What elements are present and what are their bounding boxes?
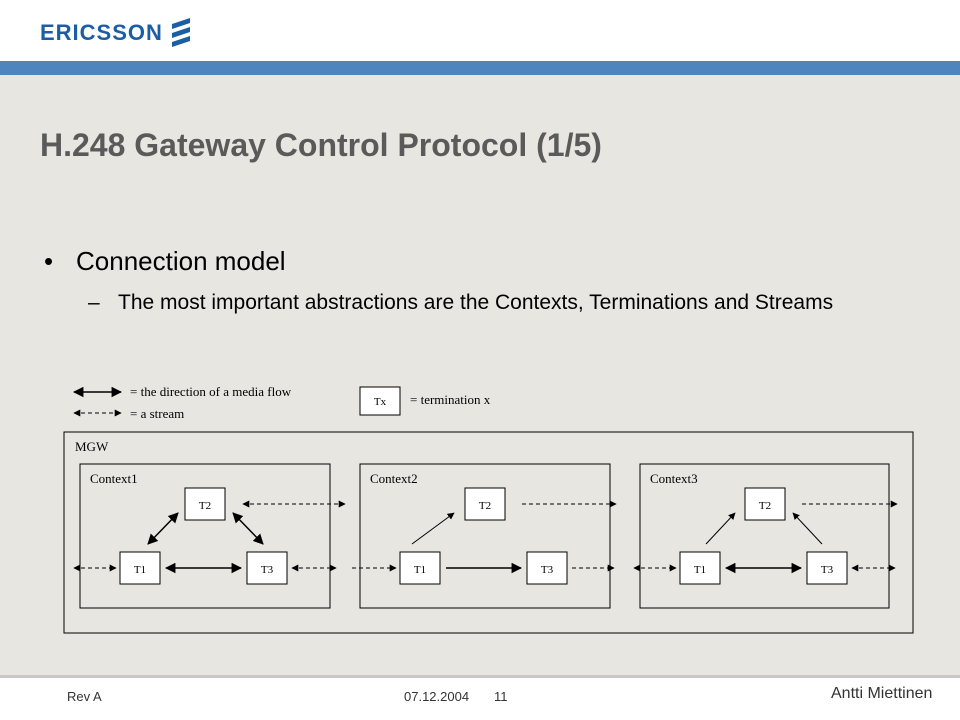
footer-revision: Rev A: [67, 689, 102, 704]
media-flow-t1-t2: [411, 512, 455, 545]
legend-media-flow-label: = the direction of a media flow: [130, 384, 292, 399]
bullet-text: Connection model: [76, 246, 286, 276]
legend-termination-label: = termination x: [410, 392, 491, 407]
ericsson-logo-icon: [172, 18, 190, 47]
termination-t1-label: T1: [694, 564, 706, 576]
context-box: [79, 463, 331, 609]
termination-t2-label: T2: [759, 500, 771, 512]
termination-t2-box: [184, 487, 226, 521]
media-flow-t3-t2: [792, 512, 823, 545]
sub-bullet-dash: –: [88, 291, 100, 314]
context-label: Context1: [90, 471, 138, 486]
slide-title: H.248 Gateway Control Protocol (1/5): [40, 127, 602, 163]
bullet-dot: •: [44, 246, 54, 276]
footer-page-number: 11: [494, 689, 508, 704]
termination-t1-box: [119, 551, 161, 585]
context-box: [359, 463, 611, 609]
media-flow-t1-t2: [147, 512, 179, 545]
termination-t1-label: T1: [134, 564, 146, 576]
context-3: Context3 T2 T1 T3: [633, 463, 898, 609]
context-box: [639, 463, 890, 609]
footer-date: 07.12.2004: [404, 689, 470, 704]
sub-bullet-text: The most important abstractions are the …: [118, 291, 834, 314]
termination-t3-label: T3: [541, 564, 554, 576]
context-label: Context2: [370, 471, 418, 486]
mgw-box: [63, 431, 914, 634]
header-blue-bar: [0, 61, 960, 75]
termination-t2-box: [744, 487, 786, 521]
mgw-label: MGW: [75, 439, 109, 454]
legend-stream-label: = a stream: [130, 406, 184, 421]
context-2: Context2 T2 T1 T3: [352, 463, 617, 609]
legend-termination-box: [359, 386, 401, 416]
slide-footer: Rev A 07.12.2004 11 Antti Miettinen: [0, 675, 960, 720]
ericsson-logo-text: ERICSSON: [40, 20, 163, 45]
termination-t3-box: [526, 551, 568, 585]
termination-t3-label: T3: [261, 564, 274, 576]
legend-termination-box-label: Tx: [374, 396, 387, 408]
termination-t1-label: T1: [414, 564, 426, 576]
context-1: Context1 T2 T1 T3: [73, 463, 346, 609]
termination-t3-box: [806, 551, 848, 585]
slide-header: ERICSSON: [0, 0, 960, 61]
footer-author: Antti Miettinen: [831, 685, 933, 702]
termination-t2-label: T2: [479, 500, 491, 512]
footer-divider: [0, 675, 960, 678]
context-label: Context3: [650, 471, 698, 486]
media-flow-t2-t3: [232, 512, 264, 545]
termination-t1-box: [399, 551, 441, 585]
termination-t2-label: T2: [199, 500, 211, 512]
termination-t1-box: [679, 551, 721, 585]
termination-t2-box: [464, 487, 506, 521]
termination-t3-label: T3: [821, 564, 834, 576]
media-flow-t1-t2: [705, 512, 736, 545]
termination-t3-box: [246, 551, 288, 585]
legend: = the direction of a media flow = a stre…: [72, 384, 491, 421]
